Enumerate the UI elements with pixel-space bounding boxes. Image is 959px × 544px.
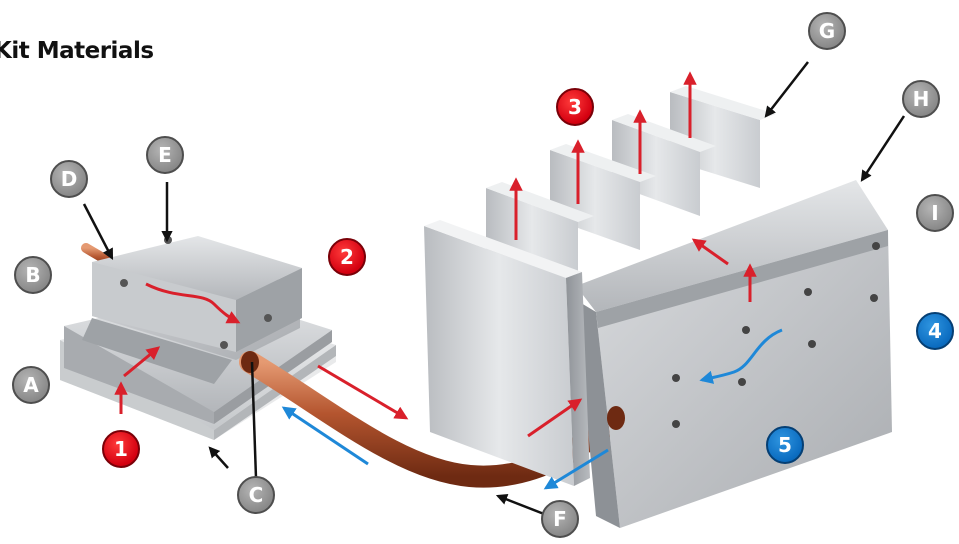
heat-sink-screws — [672, 242, 880, 428]
diagram-title: Kit Materials — [0, 38, 154, 64]
callout-4: 4 — [916, 312, 954, 350]
callout-b: B — [14, 256, 52, 294]
callout-5: 5 — [766, 426, 804, 464]
heat-sink-fins — [424, 86, 776, 486]
callout-i: I — [916, 194, 954, 232]
return-flow-arrows — [281, 328, 783, 490]
leader-lines — [82, 61, 906, 516]
callout-f: F — [541, 500, 579, 538]
callout-h: H — [902, 80, 940, 118]
callout-a: A — [12, 366, 50, 404]
pipe-end-heat-sink — [607, 406, 625, 430]
heat-sink — [424, 86, 892, 528]
heat-flow-arrows — [114, 71, 757, 438]
callout-3: 3 — [556, 88, 594, 126]
callout-d: D — [50, 160, 88, 198]
callout-e: E — [146, 136, 184, 174]
callout-1: 1 — [102, 430, 140, 468]
callout-c: C — [237, 476, 275, 514]
callout-g: G — [808, 12, 846, 50]
callout-2: 2 — [328, 238, 366, 276]
evaporator-block — [60, 236, 336, 440]
pipe-end-evaporator — [241, 351, 259, 373]
